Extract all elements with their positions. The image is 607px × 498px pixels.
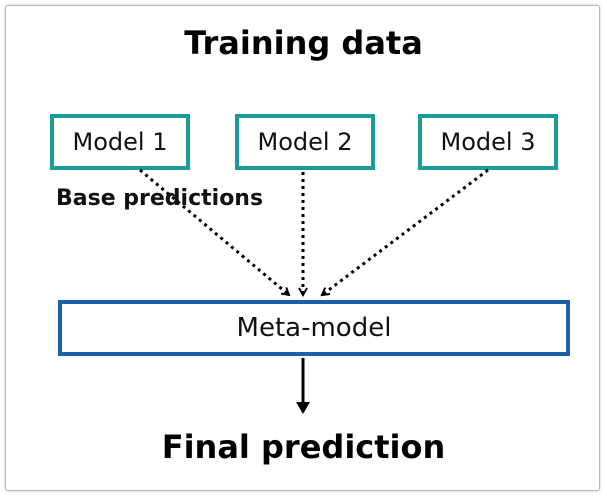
meta-model-box: Meta-model (58, 300, 570, 356)
diagram-frame (5, 5, 600, 491)
meta-model-label: Meta-model (236, 313, 392, 343)
model-2-box: Model 2 (235, 114, 375, 170)
model-2-label: Model 2 (257, 128, 353, 156)
final-prediction-title: Final prediction (161, 428, 446, 466)
base-predictions-label: Base predictions (56, 186, 264, 211)
training-data-title: Training data (184, 24, 423, 62)
model-3-box: Model 3 (418, 114, 558, 170)
arrow-model1-to-meta (139, 168, 289, 295)
model-1-label: Model 1 (72, 128, 168, 156)
arrow-model3-to-meta (322, 168, 489, 295)
model-3-label: Model 3 (440, 128, 536, 156)
model-1-box: Model 1 (50, 114, 190, 170)
